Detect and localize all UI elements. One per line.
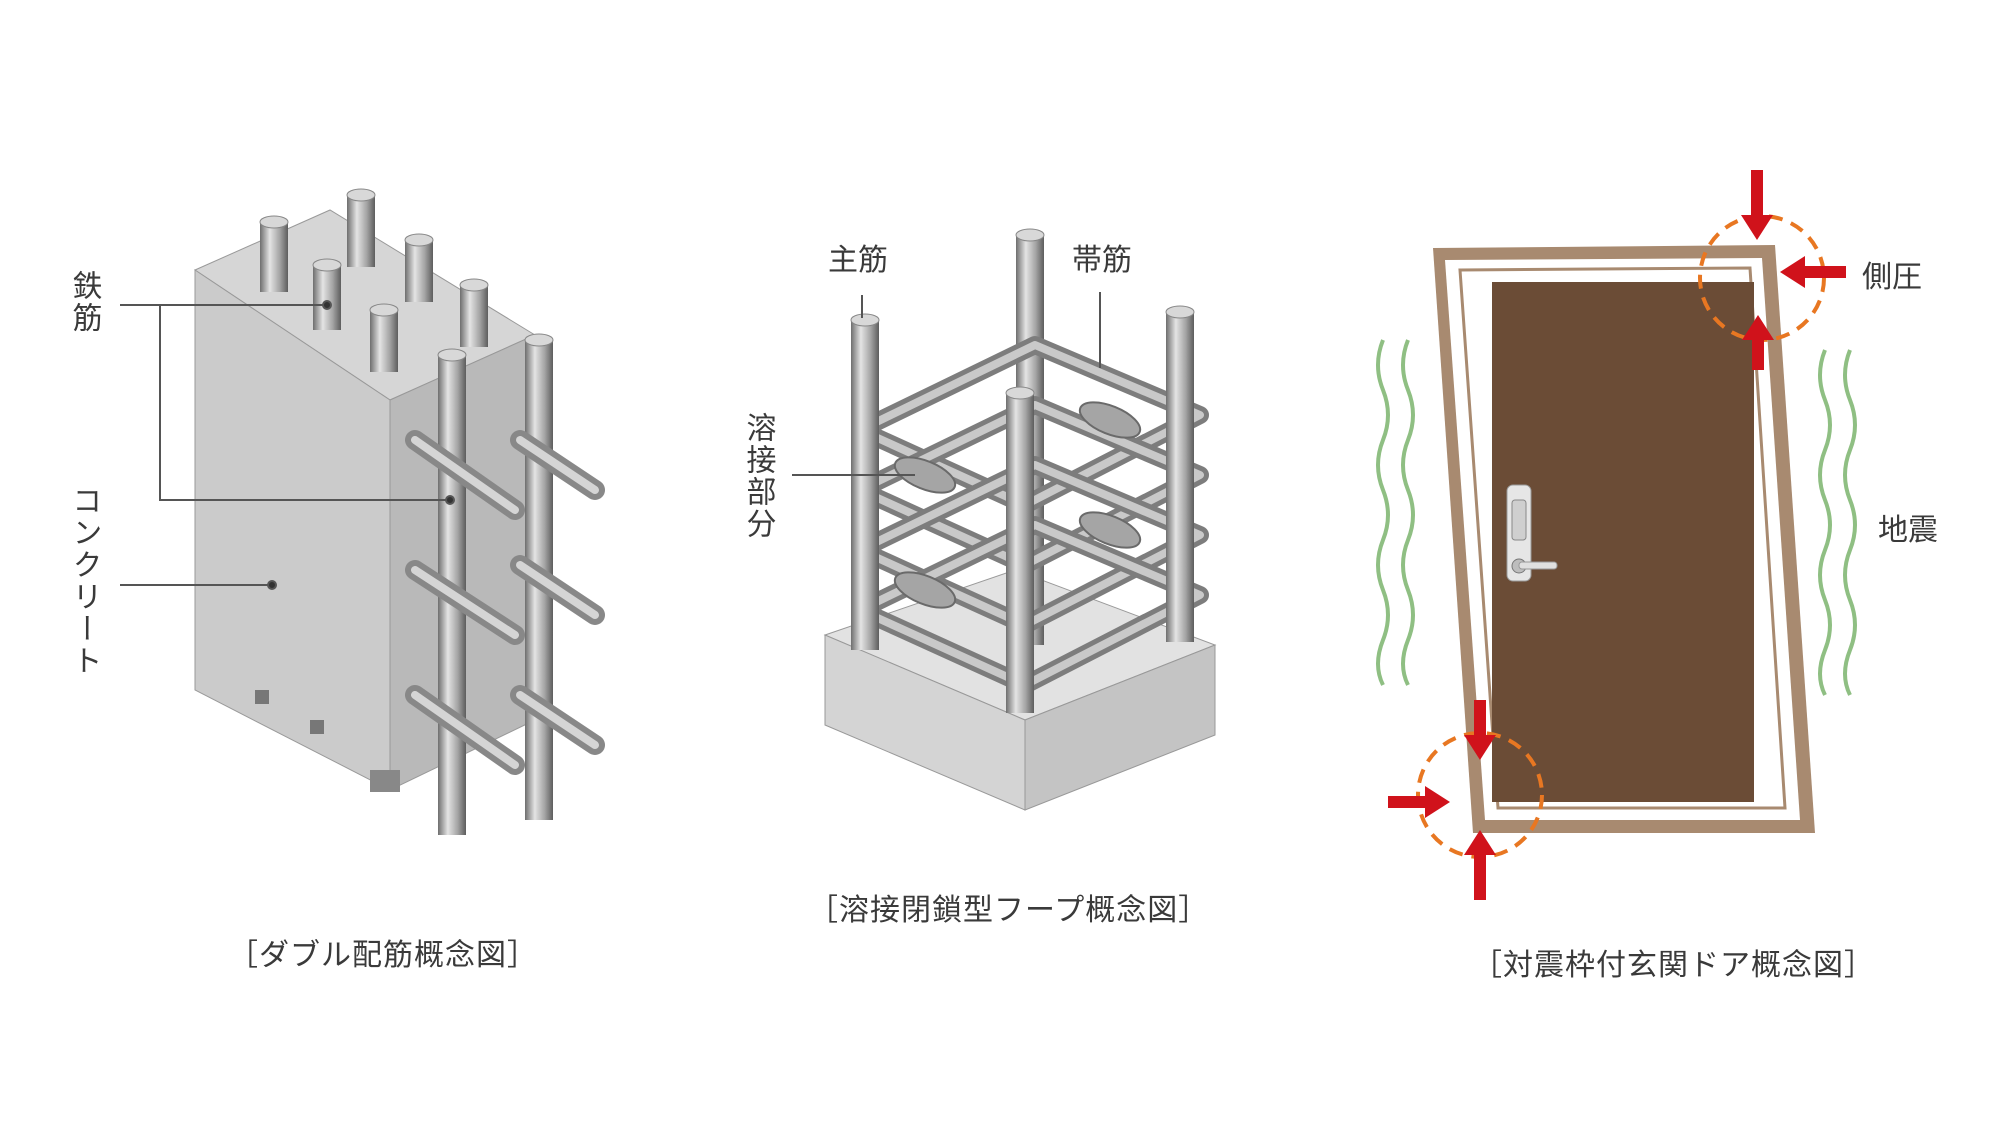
rebar-front-diagonals: [405, 430, 605, 775]
concrete-leader-line: [120, 580, 277, 590]
door-frame-inner-line: [1458, 266, 1787, 810]
caption-welded-hoop: ［溶接閉鎖型フープ概念図］: [808, 893, 1210, 928]
label-weld: 溶接部分: [740, 412, 776, 540]
welded-hoop-diagram: [792, 228, 1217, 811]
double-rebar-diagram: [120, 188, 605, 835]
base-right-face: [1024, 644, 1216, 811]
label-earthquake: 地震: [1878, 513, 1938, 548]
hoop-rings: [851, 336, 1209, 694]
weld-points: [893, 401, 1142, 609]
rebar-leader-lines: [120, 300, 455, 505]
label-rebar: 鉄筋: [66, 270, 102, 334]
door-handle: [1506, 484, 1558, 582]
rebar-top-stubs: [259, 188, 489, 372]
caption-seismic-door: ［対震枠付玄関ドア概念図］: [1472, 948, 1875, 983]
main-bars: [850, 305, 1195, 713]
label-main-bar: 主筋: [828, 243, 888, 278]
label-concrete: コンクリート: [66, 485, 102, 677]
pressure-arrows: [1388, 170, 1846, 900]
door-leaf: [1492, 282, 1754, 802]
label-side-pressure: 側圧: [1862, 260, 1922, 295]
seismic-door-diagram: [1376, 170, 1857, 900]
caption-double-rebar: ［ダブル配筋概念図］: [228, 938, 538, 973]
label-band-bar: 帯筋: [1072, 243, 1132, 278]
earthquake-waves: [1376, 339, 1857, 696]
